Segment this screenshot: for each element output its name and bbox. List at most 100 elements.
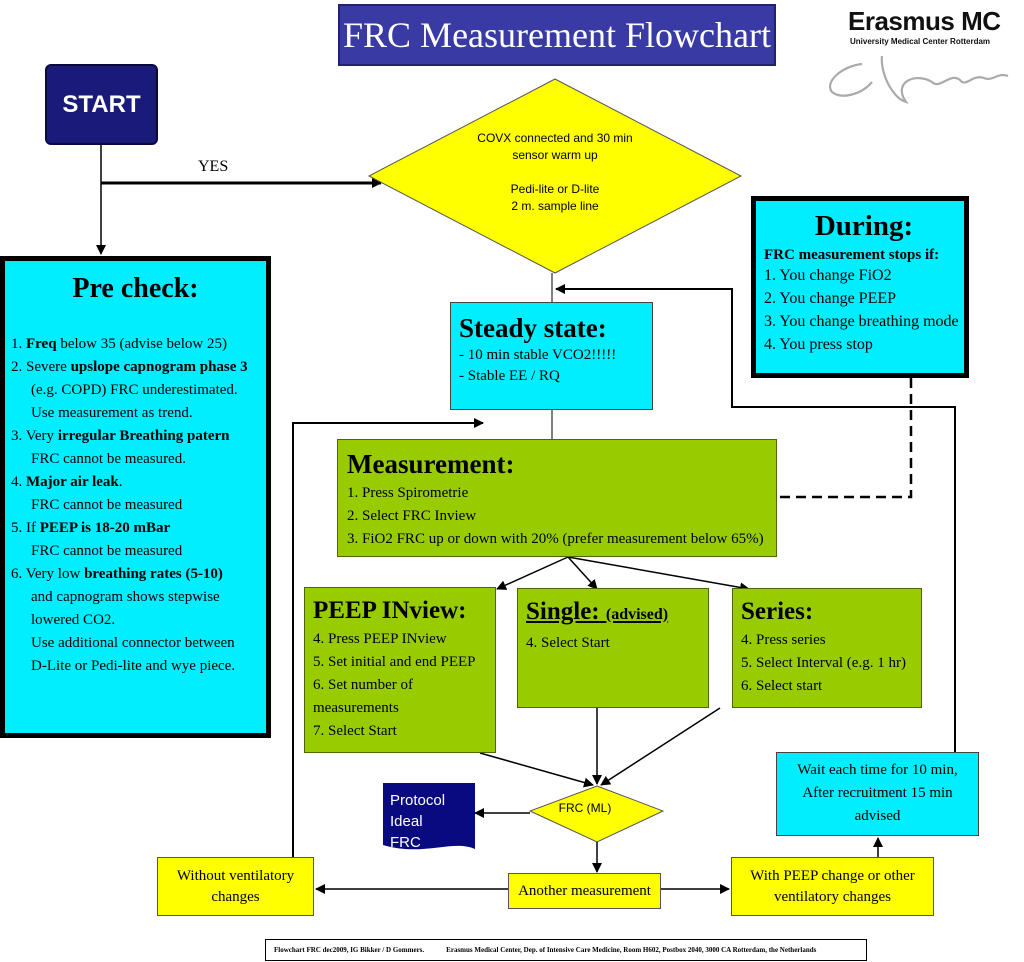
item-bold: irregular Breathing patern xyxy=(57,428,230,444)
item-text: below 35 (advise below 25) xyxy=(56,336,227,352)
sensor-line: Pedi-lite or D-lite xyxy=(510,182,600,196)
pre-check-box: Pre check: 1. Freq below 35 (advise belo… xyxy=(0,256,271,738)
item-continuation: D-Lite or Pedi-lite and wye piece. xyxy=(31,658,236,674)
frc-ml-label: FRC (ML) xyxy=(558,801,612,815)
during-item: 4. You press stop xyxy=(764,336,873,353)
measurement-item: 2. Select FRC Inview xyxy=(347,508,477,524)
arrow-to-peep xyxy=(496,556,569,590)
item-bold: upslope capnogram phase 3 xyxy=(70,359,248,375)
item-continuation: and capnogram shows stepwise xyxy=(31,589,220,605)
item-continuation: (e.g. COPD) FRC underestimated. xyxy=(31,382,238,398)
peep-inview-item: 7. Select Start xyxy=(313,723,397,739)
sensor-line: 2 m. sample line xyxy=(511,199,599,213)
protocol-document: Protocol Ideal FRC xyxy=(383,783,475,853)
another-measurement-box: Another measurement xyxy=(508,873,661,909)
arrow-series-to-frc xyxy=(600,707,721,786)
item-bold: Major air leak xyxy=(26,474,119,490)
arrow-to-series xyxy=(567,556,750,593)
item-continuation: FRC cannot be measured xyxy=(31,543,183,559)
item-bold: PEEP is 18-20 mBar xyxy=(39,520,171,536)
start-node: START xyxy=(45,64,158,145)
peep-inview-item: measurements xyxy=(313,700,399,716)
wait-line: Wait each time for 10 min, xyxy=(797,762,958,778)
item-continuation: Use measurement as trend. xyxy=(31,405,193,421)
item-continuation: FRC cannot be measured. xyxy=(31,451,186,467)
sensor-line: COVX connected and 30 min xyxy=(477,131,633,145)
protocol-text: Protocol Ideal FRC xyxy=(390,790,470,850)
footer: Flowchart FRC dec2009, IG Bikker / D Gom… xyxy=(265,939,867,961)
sensor-check-text: COVX connected and 30 min sensor warm up… xyxy=(465,130,645,215)
series-box: Series: 4. Press series 5. Select Interv… xyxy=(732,588,922,708)
series-item: 5. Select Interval (e.g. 1 hr) xyxy=(741,655,906,671)
protocol-line: Protocol xyxy=(390,792,446,809)
pre-check-list: 1. Freq below 35 (advise below 25) 2. Se… xyxy=(5,333,266,678)
peep-inview-box: PEEP INview: 4. Press PEEP INview 5. Set… xyxy=(304,587,496,753)
footer-left: Flowchart FRC dec2009, IG Bikker / D Gom… xyxy=(274,946,425,954)
item-number: 6. xyxy=(11,566,23,582)
peep-inview-item: 5. Set initial and end PEEP xyxy=(313,654,476,670)
measurement-item: 1. Press Spirometrie xyxy=(347,485,469,501)
peep-inview-title: PEEP INview: xyxy=(313,597,467,624)
item-number: 5. xyxy=(11,520,23,536)
series-item: 6. Select start xyxy=(741,678,823,694)
item-text: If xyxy=(26,520,40,536)
during-title: During: xyxy=(814,210,914,242)
pre-check-item: 2. Severe upslope capnogram phase 3 (e.g… xyxy=(11,356,266,425)
during-item: 3. You change breathing mode xyxy=(764,313,959,330)
single-title: Single: (advised) xyxy=(526,595,668,632)
peep-inview-item: 6. Set number of xyxy=(313,677,413,693)
item-text: Very xyxy=(25,428,58,444)
item-text: Severe xyxy=(26,359,71,375)
protocol-line: FRC xyxy=(390,834,421,850)
with-peep-change-box: With PEEP change or other ventilatory ch… xyxy=(731,857,934,916)
item-bold: Freq xyxy=(26,336,57,352)
without-line: Without ventilatory xyxy=(176,867,295,884)
item-text: Very low xyxy=(25,566,85,582)
footer-right: Erasmus Medical Center, Dep. of Intensiv… xyxy=(446,946,817,954)
single-box: Single: (advised) 4. Select Start xyxy=(517,588,709,708)
during-box: During: FRC measurement stops if: 1. You… xyxy=(751,196,969,378)
item-number: 2. xyxy=(11,359,23,375)
steady-state-title: Steady state: xyxy=(459,313,607,343)
item-bold: breathing rates (5-10) xyxy=(84,566,223,582)
sensor-line: sensor warm up xyxy=(512,148,598,162)
sensor-check-diamond xyxy=(367,78,743,274)
steady-state-item: - 10 min stable VCO2!!!!! xyxy=(459,347,617,363)
arrow-to-single xyxy=(567,556,598,590)
logo-name: Erasmus MC xyxy=(848,6,1001,36)
measurement-item: 3. FiO2 FRC up or down with 20% (prefer … xyxy=(347,531,764,547)
during-item: 2. You change PEEP xyxy=(764,290,897,307)
item-number: 4. xyxy=(11,474,23,490)
page-title: FRC Measurement Flowchart xyxy=(338,4,776,66)
protocol-line: Ideal xyxy=(390,813,423,830)
item-continuation: lowered CO2. xyxy=(31,612,116,628)
wait-line: After recruitment 15 min xyxy=(802,785,953,801)
wait-box: Wait each time for 10 min, After recruit… xyxy=(776,752,979,836)
pre-check-item: 5. If PEEP is 18-20 mBar FRC cannot be m… xyxy=(11,517,266,563)
steady-state-item: - Stable EE / RQ xyxy=(459,368,560,384)
with-peep-line: ventilatory changes xyxy=(773,888,892,905)
series-item: 4. Press series xyxy=(741,632,826,648)
without-line: changes xyxy=(211,888,260,905)
pre-check-title: Pre check: xyxy=(72,273,199,304)
loop-wait-to-steady xyxy=(555,284,956,752)
wait-line: advised xyxy=(854,808,901,824)
loop-without-to-measurement xyxy=(292,418,484,857)
yes-label: YES xyxy=(198,158,229,175)
measurement-box: Measurement: 1. Press Spirometrie 2. Sel… xyxy=(337,439,777,557)
single-title-text: Single: xyxy=(526,598,600,625)
document-icon xyxy=(383,783,475,850)
peep-inview-item: 4. Press PEEP INview xyxy=(313,631,447,647)
measurement-title: Measurement: xyxy=(347,449,515,479)
without-ventilatory-changes-box: Without ventilatory changes xyxy=(157,857,314,916)
logo-subtitle: University Medical Center Rotterdam xyxy=(850,37,991,46)
single-item: 4. Select Start xyxy=(526,635,610,651)
with-peep-line: With PEEP change or other xyxy=(750,867,915,884)
item-continuation: FRC cannot be measured xyxy=(31,497,183,513)
steady-state-box: Steady state: - 10 min stable VCO2!!!!! … xyxy=(450,302,653,410)
single-note: (advised) xyxy=(605,606,669,623)
pre-check-item: 1. Freq below 35 (advise below 25) xyxy=(11,333,266,356)
item-number: 3. xyxy=(11,428,23,444)
item-text: . xyxy=(118,474,123,490)
